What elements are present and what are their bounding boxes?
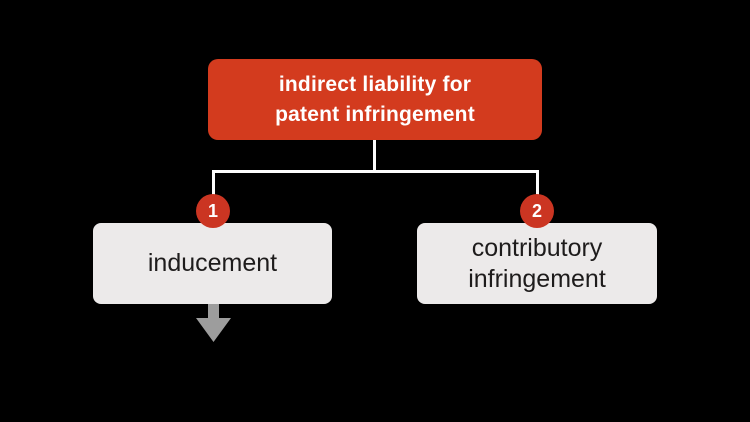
badge-2-number: 2 [531, 200, 542, 221]
badge-1: 1 [196, 194, 230, 228]
root-node-indirect-liability: indirect liability for patent infringeme… [208, 59, 542, 140]
connector-branch-left [212, 170, 215, 200]
connector-branch-right [536, 170, 539, 200]
root-node-label: indirect liability for patent infringeme… [275, 73, 475, 126]
child-node-inducement-label: inducement [147, 249, 278, 278]
badge-2: 2 [520, 194, 554, 228]
child-node-inducement: inducement [93, 223, 332, 304]
connector-horizontal [212, 170, 539, 173]
child-node-contributory-infringement-label: contributory infringement [468, 234, 606, 293]
down-arrow-icon [196, 303, 231, 342]
connector-root-stem [373, 140, 376, 171]
child-node-contributory-infringement: contributory infringement [417, 223, 657, 304]
badge-1-number: 1 [207, 200, 218, 221]
